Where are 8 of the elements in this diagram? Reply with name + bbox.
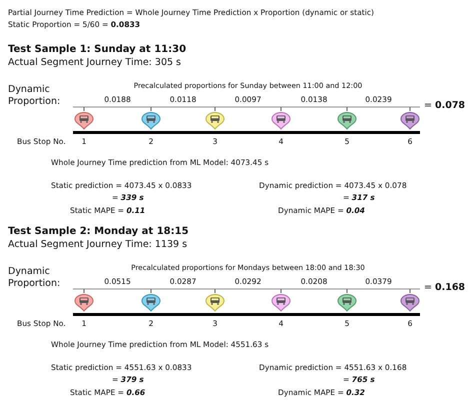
sample-heading: Test Sample 2: Monday at 18:15 [8,226,189,238]
dynamic-proportion-total: = 0.078 [424,100,466,112]
dynamic-proportion-label: Dynamic Proportion: [8,84,62,109]
dynamic-proportion-total: = 0.168 [424,282,466,294]
actual-time-text: Actual Segment Journey Time: 305 s [8,57,182,68]
actual-time-text: Actual Segment Journey Time: 1139 s [8,239,188,250]
dynamic-proportion-label: Dynamic Proportion: [8,266,62,291]
sample-heading: Test Sample 1: Sunday at 11:30 [8,44,186,56]
